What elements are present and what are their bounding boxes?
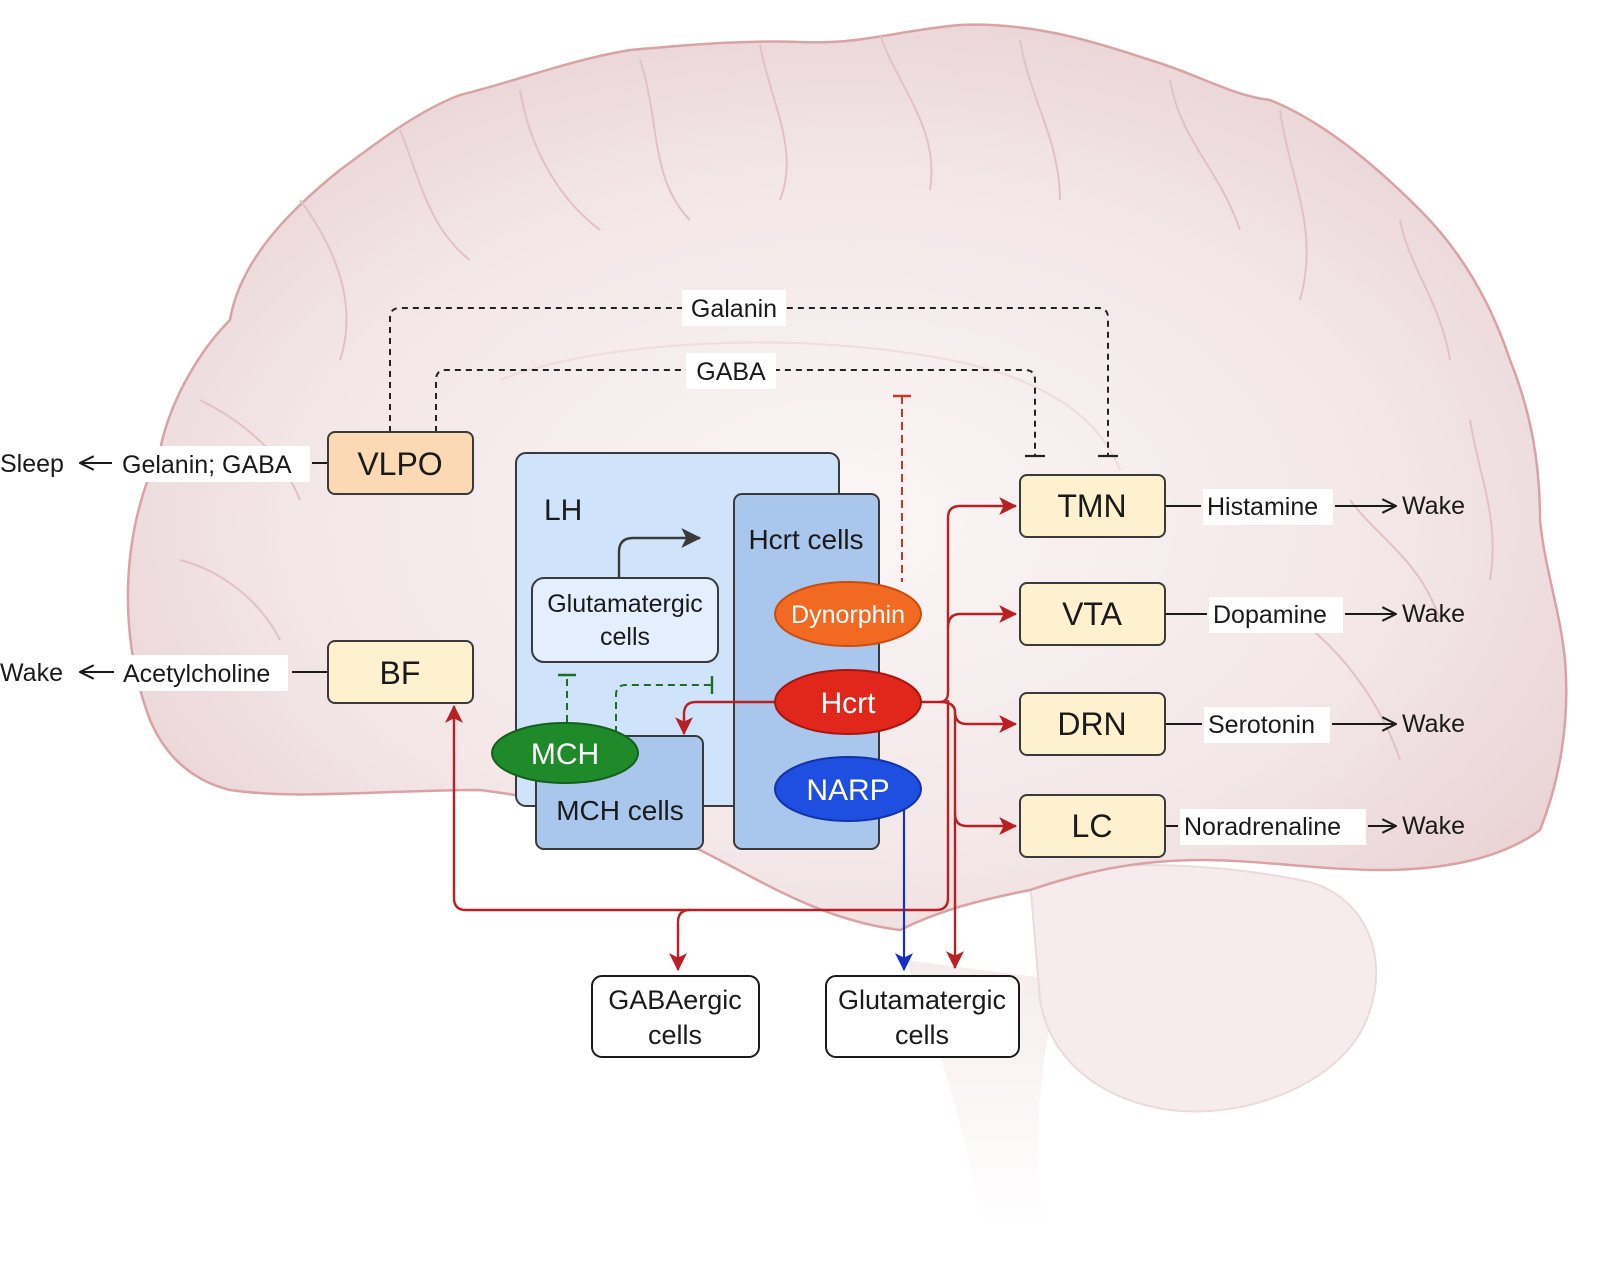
arrow-to-bf (445, 700, 950, 912)
bf-label: BF (380, 655, 421, 691)
mch-cells-label: MCH cells (556, 795, 684, 826)
hcrt-projections (445, 497, 1018, 972)
galanin-pathway: Galanin (389, 290, 1118, 458)
glutamatergic-bottom-line2: cells (895, 1020, 949, 1050)
transmitter-label-bg (1204, 707, 1330, 743)
transmitter-label-bg (1209, 597, 1343, 633)
nucleus-row-tmn: TMN Histamine Wake (1019, 474, 1465, 538)
narp-label: NARP (806, 774, 889, 807)
cerebellum (1028, 864, 1378, 1113)
nucleus-box-drn[interactable] (1019, 692, 1166, 756)
glutamatergic-cells-lh-box[interactable] (531, 577, 719, 663)
transmitter-label: Noradrenaline (1184, 813, 1341, 841)
nucleus-row-vta: VTA Dopamine Wake (1019, 582, 1465, 646)
transmitter-label: Serotonin (1208, 711, 1315, 739)
nucleus-label: VTA (1062, 596, 1123, 632)
glutamatergic-cells-bottom-group: Glutamatergic cells (825, 975, 1020, 1058)
nucleus-box-tmn[interactable] (1019, 474, 1166, 538)
lh-label: LH (544, 494, 582, 527)
mch-node[interactable]: MCH (491, 722, 639, 784)
outcome-label: Wake (1402, 710, 1465, 738)
transmitter-label: Histamine (1207, 493, 1318, 521)
arrow-to-lc (953, 813, 1018, 835)
bf-box[interactable] (327, 640, 474, 704)
nucleus-label: DRN (1057, 706, 1126, 742)
glut-to-hcrt-arrow (617, 528, 702, 578)
hcrt-to-mch-arrow (675, 700, 778, 736)
bf-outcome: Wake (0, 659, 63, 687)
glutamatergic-cells-bottom-box[interactable] (825, 975, 1020, 1058)
arrow-to-gabaergic (669, 908, 691, 972)
vlpo-outcome: Sleep (0, 450, 64, 478)
transmitter-label: Dopamine (1213, 601, 1327, 629)
lh-region: LH Glutamatergic cells Hcrt cells MCH ce… (491, 452, 922, 972)
gabaergic-cells-group: GABAergic cells (591, 975, 760, 1058)
brain-illustration (126, 23, 1568, 1230)
nucleus-box-vta[interactable] (1019, 582, 1166, 646)
glutamatergic-lh-line2: cells (600, 623, 650, 651)
dynorphin-inhibition (893, 394, 911, 582)
nucleus-label: LC (1072, 808, 1113, 844)
outcome-label: Wake (1402, 600, 1465, 628)
galanin-label: Galanin (691, 295, 777, 323)
outcome-label: Wake (1402, 492, 1465, 520)
gabaergic-cells-box[interactable] (591, 975, 760, 1058)
nucleus-row-drn: DRN Serotonin Wake (1019, 692, 1465, 756)
vlpo-box[interactable] (327, 431, 474, 495)
arrow-to-drn (953, 711, 1018, 733)
gabaergic-line1: GABAergic (608, 985, 742, 1015)
arrow-to-glutamatergic-bottom (939, 700, 964, 970)
cerebrum (126, 23, 1568, 932)
gabaergic-line2: cells (648, 1020, 702, 1050)
hcrt-cells-label: Hcrt cells (748, 524, 863, 555)
glutamatergic-lh-line1: Glutamatergic (547, 590, 703, 618)
transmitter-label-bg (1203, 489, 1333, 525)
glutamatergic-bottom-line1: Glutamatergic (838, 985, 1006, 1015)
nucleus-label: TMN (1057, 488, 1126, 524)
vlpo-label: VLPO (357, 446, 442, 482)
narp-node[interactable]: NARP (774, 756, 922, 822)
nucleus-row-lc: LC Noradrenaline Wake (1019, 794, 1465, 858)
bf-group: Wake Acetylcholine BF (0, 640, 474, 704)
dynorphin-node[interactable]: Dynorphin (774, 581, 922, 647)
bf-transmitter: Acetylcholine (123, 660, 270, 688)
outcome-label: Wake (1402, 812, 1465, 840)
vlpo-group: Sleep Gelanin; GABA VLPO (0, 431, 474, 495)
hcrt-node[interactable]: Hcrt (774, 669, 922, 735)
vlpo-transmitter: Gelanin; GABA (122, 451, 292, 479)
arrow-to-tmn (939, 497, 1018, 704)
nucleus-box-lc[interactable] (1019, 794, 1166, 858)
hcrt-label: Hcrt (821, 687, 877, 720)
arrow-to-vta (946, 605, 1018, 629)
gaba-pathway: GABA (435, 353, 1045, 458)
brain-gyri (179, 34, 1494, 761)
mch-label: MCH (531, 738, 599, 771)
transmitter-label-bg (1180, 809, 1366, 845)
dynorphin-label: Dynorphin (791, 601, 905, 629)
mch-inhibition (566, 678, 712, 745)
gaba-label: GABA (696, 358, 766, 386)
